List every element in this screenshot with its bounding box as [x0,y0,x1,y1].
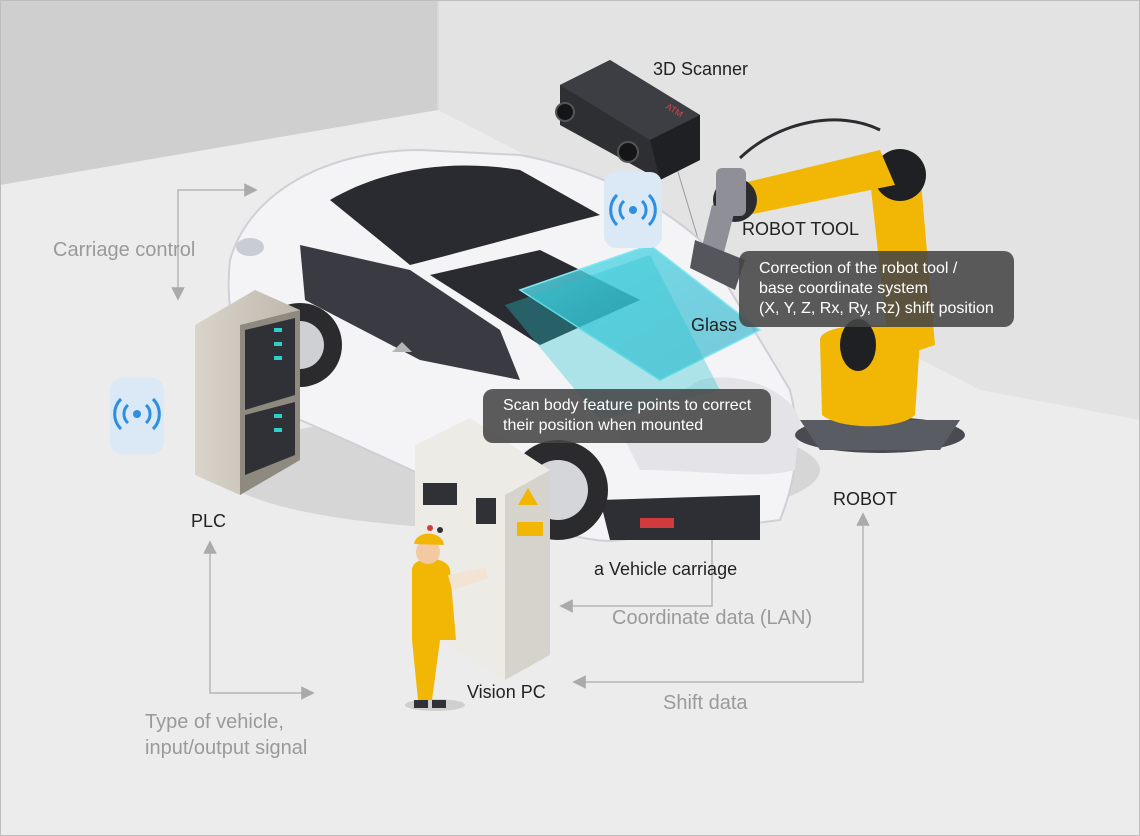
plc-label: PLC [191,511,226,532]
wireless-signal-icon [110,378,164,454]
shift-data-label: Shift data [663,692,748,715]
coordinate-data-label: Coordinate data (LAN) [612,607,812,630]
callout-line: their position when mounted [503,416,751,436]
plc-cabinet [195,290,300,495]
type-of-vehicle-label-line1: Type of vehicle, [145,711,284,734]
carriage-control-label: Carriage control [53,239,195,262]
scanner-label: 3D Scanner [653,59,748,80]
robot-label: ROBOT [833,489,897,510]
vehicle-carriage-label: a Vehicle carriage [594,559,737,580]
robot-tool-label: ROBOT TOOL [742,219,859,240]
callout-line: Correction of the robot tool / [759,259,994,279]
correction-callout: Correction of the robot tool / base coor… [739,251,1014,327]
callout-line: base coordinate system [759,279,994,299]
callout-line: (X, Y, Z, Rx, Ry, Rz) shift position [759,299,994,319]
type-of-vehicle-label-line2: input/output signal [145,737,307,760]
callout-line: Scan body feature points to correct [503,396,751,416]
vision-pc-label: Vision PC [467,682,546,703]
wireless-signal-icon [604,172,662,248]
glass-label: Glass [691,315,737,336]
scan-callout: Scan body feature points to correct thei… [483,389,771,443]
